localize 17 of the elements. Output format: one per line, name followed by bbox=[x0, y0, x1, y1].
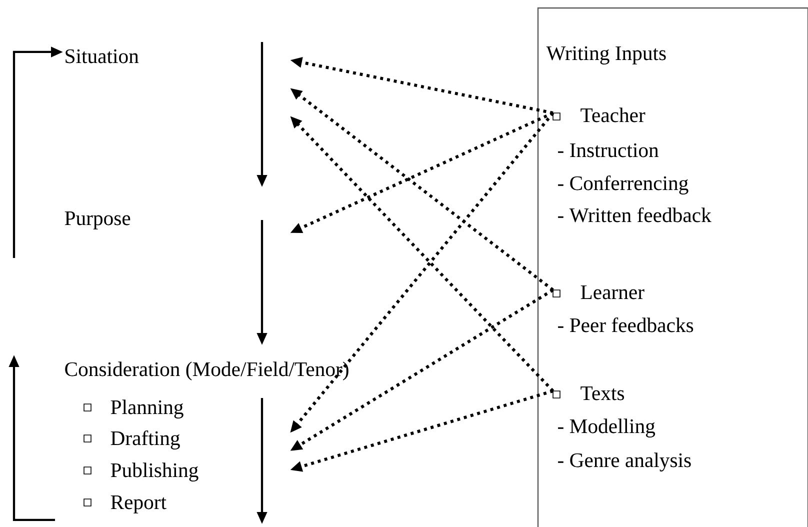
stage-label: Situation bbox=[66, 49, 139, 64]
list-item: Publishing bbox=[110, 462, 198, 482]
list-item: Learner bbox=[580, 285, 644, 300]
list-item: - Genre analysis bbox=[558, 452, 691, 472]
stage-label: Consideration (Mode/Field/Tenor) bbox=[65, 362, 348, 380]
list-item: Planning bbox=[110, 400, 184, 418]
list-item: - Modelling bbox=[558, 418, 656, 438]
list-item: Drafting bbox=[110, 430, 180, 450]
list-item: Report bbox=[110, 495, 166, 514]
list-item: - Conferrencing bbox=[558, 175, 688, 194]
list-item: Texts bbox=[580, 386, 624, 400]
panel-title: Writing Inputs bbox=[546, 46, 666, 64]
list-item: - Instruction bbox=[558, 143, 659, 158]
list-item: - Written feedback bbox=[558, 207, 712, 222]
list-item: - Peer feedbacks bbox=[558, 317, 694, 332]
list-item: Teacher bbox=[580, 108, 646, 122]
stage-label: Purpose bbox=[64, 211, 130, 230]
